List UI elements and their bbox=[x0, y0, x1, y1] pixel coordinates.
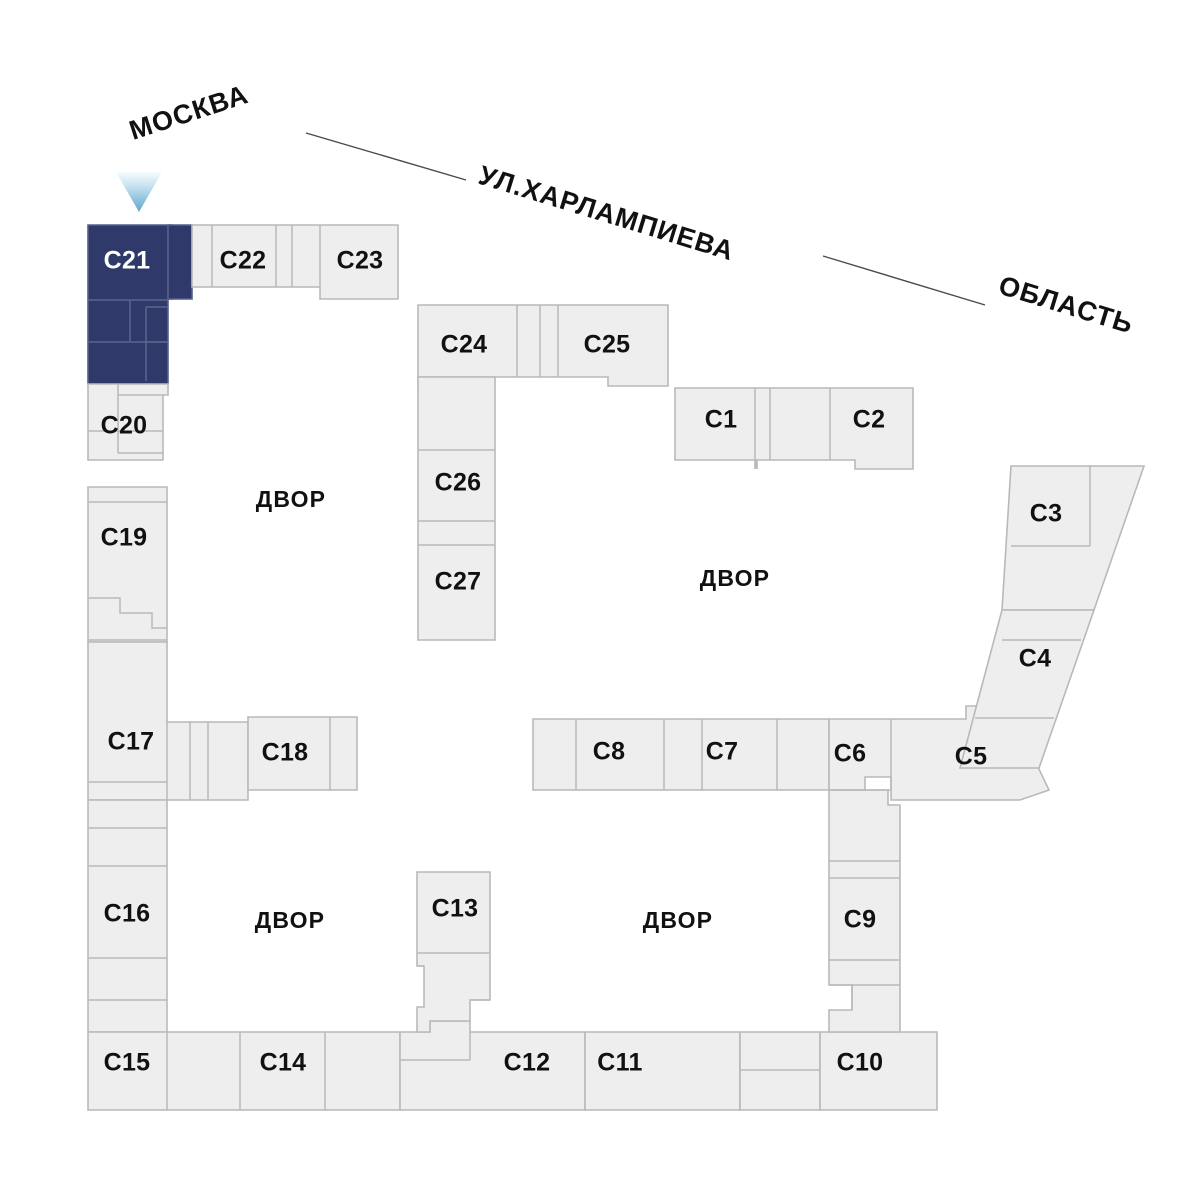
block-label-C19[interactable]: C19 bbox=[101, 524, 148, 552]
block-label-C18[interactable]: C18 bbox=[262, 739, 309, 767]
yard-label-se: ДВОР bbox=[643, 907, 713, 933]
block-seam-C4 bbox=[975, 639, 1081, 719]
street-labels: МОСКВА УЛ.ХАРЛАМПИЕВА ОБЛАСТЬ bbox=[126, 79, 1138, 339]
block-group-C9 bbox=[828, 789, 901, 1033]
block-group-south bbox=[87, 1020, 938, 1111]
block-seam-south-bar-west bbox=[166, 1032, 326, 1110]
street-label-moskva: МОСКВА bbox=[126, 79, 252, 146]
street-label-harlampieva: УЛ.ХАРЛАМПИЕВА bbox=[475, 160, 738, 266]
block-group-north bbox=[87, 224, 399, 385]
yard-label-ne: ДВОР bbox=[700, 565, 770, 591]
street-leader-lines bbox=[305, 132, 986, 306]
block-shape-C21-wing[interactable] bbox=[167, 224, 193, 300]
block-seam-C9 bbox=[829, 860, 900, 1010]
block-group-C19 bbox=[87, 486, 168, 643]
block-label-C27[interactable]: C27 bbox=[435, 568, 482, 596]
leader-harlampieva-oblast bbox=[822, 255, 986, 306]
block-label-C3[interactable]: C3 bbox=[1030, 500, 1063, 528]
block-group-C17-C18 bbox=[87, 641, 358, 801]
block-label-C6[interactable]: C6 bbox=[834, 740, 867, 768]
block-label-C17[interactable]: C17 bbox=[108, 728, 155, 756]
block-label-C26[interactable]: C26 bbox=[435, 469, 482, 497]
block-label-C23[interactable]: C23 bbox=[337, 247, 384, 275]
block-seam-C24-C25 bbox=[417, 305, 559, 386]
location-marker[interactable] bbox=[116, 172, 162, 212]
block-group-C13 bbox=[416, 871, 491, 1033]
block-shape-C22-C23[interactable] bbox=[191, 224, 399, 300]
block-seam-C12 bbox=[400, 1032, 471, 1061]
block-shape-C4-strip[interactable] bbox=[958, 609, 1096, 769]
block-label-C12[interactable]: C12 bbox=[504, 1049, 551, 1077]
yard-label-nw: ДВОР bbox=[256, 486, 326, 512]
block-seam-C3 bbox=[1011, 466, 1091, 547]
yard-labels: ДВОР ДВОР ДВОР ДВОР bbox=[255, 486, 770, 933]
block-label-C1[interactable]: C1 bbox=[705, 406, 738, 434]
block-group-C1-C2 bbox=[674, 387, 914, 470]
block-shape-C26-C27[interactable] bbox=[417, 376, 496, 641]
block-label-C24[interactable]: C24 bbox=[441, 331, 488, 359]
block-seam-C20 bbox=[88, 384, 163, 454]
street-label-oblast: ОБЛАСТЬ bbox=[995, 270, 1137, 339]
block-seam-C26-C27 bbox=[418, 449, 495, 546]
block-group-C3-C4 bbox=[958, 465, 1146, 769]
block-shape-C8-C7-C6[interactable] bbox=[532, 718, 830, 791]
block-label-C15[interactable]: C15 bbox=[104, 1049, 151, 1077]
block-group-C16-C15 bbox=[87, 799, 168, 1033]
block-label-C5[interactable]: C5 bbox=[955, 743, 988, 771]
block-label-C2[interactable]: C2 bbox=[853, 406, 886, 434]
block-labels: C21 C22 C23 C24 C25 C1 C2 C3 C20 C26 C19… bbox=[101, 247, 1063, 1077]
block-group-C20 bbox=[87, 383, 169, 461]
block-shape-C19[interactable] bbox=[87, 486, 168, 643]
block-group-C24-C27 bbox=[417, 304, 669, 641]
block-label-C25[interactable]: C25 bbox=[584, 331, 631, 359]
block-seam-C13 bbox=[417, 952, 490, 1001]
block-label-C20[interactable]: C20 bbox=[101, 412, 148, 440]
block-seam-C8-C7-C6 bbox=[575, 719, 778, 790]
block-seam-C21-inner bbox=[145, 306, 168, 381]
yard-label-sw: ДВОР bbox=[255, 907, 325, 933]
block-label-C8[interactable]: C8 bbox=[593, 738, 626, 766]
block-seam-C19 bbox=[88, 501, 167, 641]
block-label-C14[interactable]: C14 bbox=[260, 1049, 307, 1077]
block-shape-C3-strip[interactable] bbox=[1001, 465, 1146, 611]
block-label-C7[interactable]: C7 bbox=[706, 738, 739, 766]
block-shape-C12[interactable] bbox=[399, 1020, 586, 1111]
block-seam-C17 bbox=[88, 722, 209, 800]
block-label-C22[interactable]: C22 bbox=[220, 247, 267, 275]
block-label-C13[interactable]: C13 bbox=[432, 895, 479, 923]
block-shape-C17[interactable] bbox=[87, 641, 249, 801]
block-label-C9[interactable]: C9 bbox=[844, 906, 877, 934]
block-seam-C1-C2 bbox=[754, 388, 831, 460]
block-label-C4[interactable]: C4 bbox=[1019, 645, 1052, 673]
block-shape-C11-C10-mid[interactable] bbox=[739, 1031, 821, 1111]
block-seam-C22-C23 bbox=[211, 225, 321, 287]
block-label-C16[interactable]: C16 bbox=[104, 900, 151, 928]
leader-moskva-harlampieva bbox=[305, 132, 467, 181]
block-label-C21[interactable]: C21 bbox=[104, 247, 151, 275]
block-seam-C21 bbox=[88, 225, 169, 343]
block-label-C11[interactable]: C11 bbox=[597, 1049, 642, 1077]
block-label-C10[interactable]: C10 bbox=[837, 1049, 884, 1077]
block-seam-C5 bbox=[829, 719, 892, 791]
block-seam-C16 bbox=[88, 827, 167, 1001]
